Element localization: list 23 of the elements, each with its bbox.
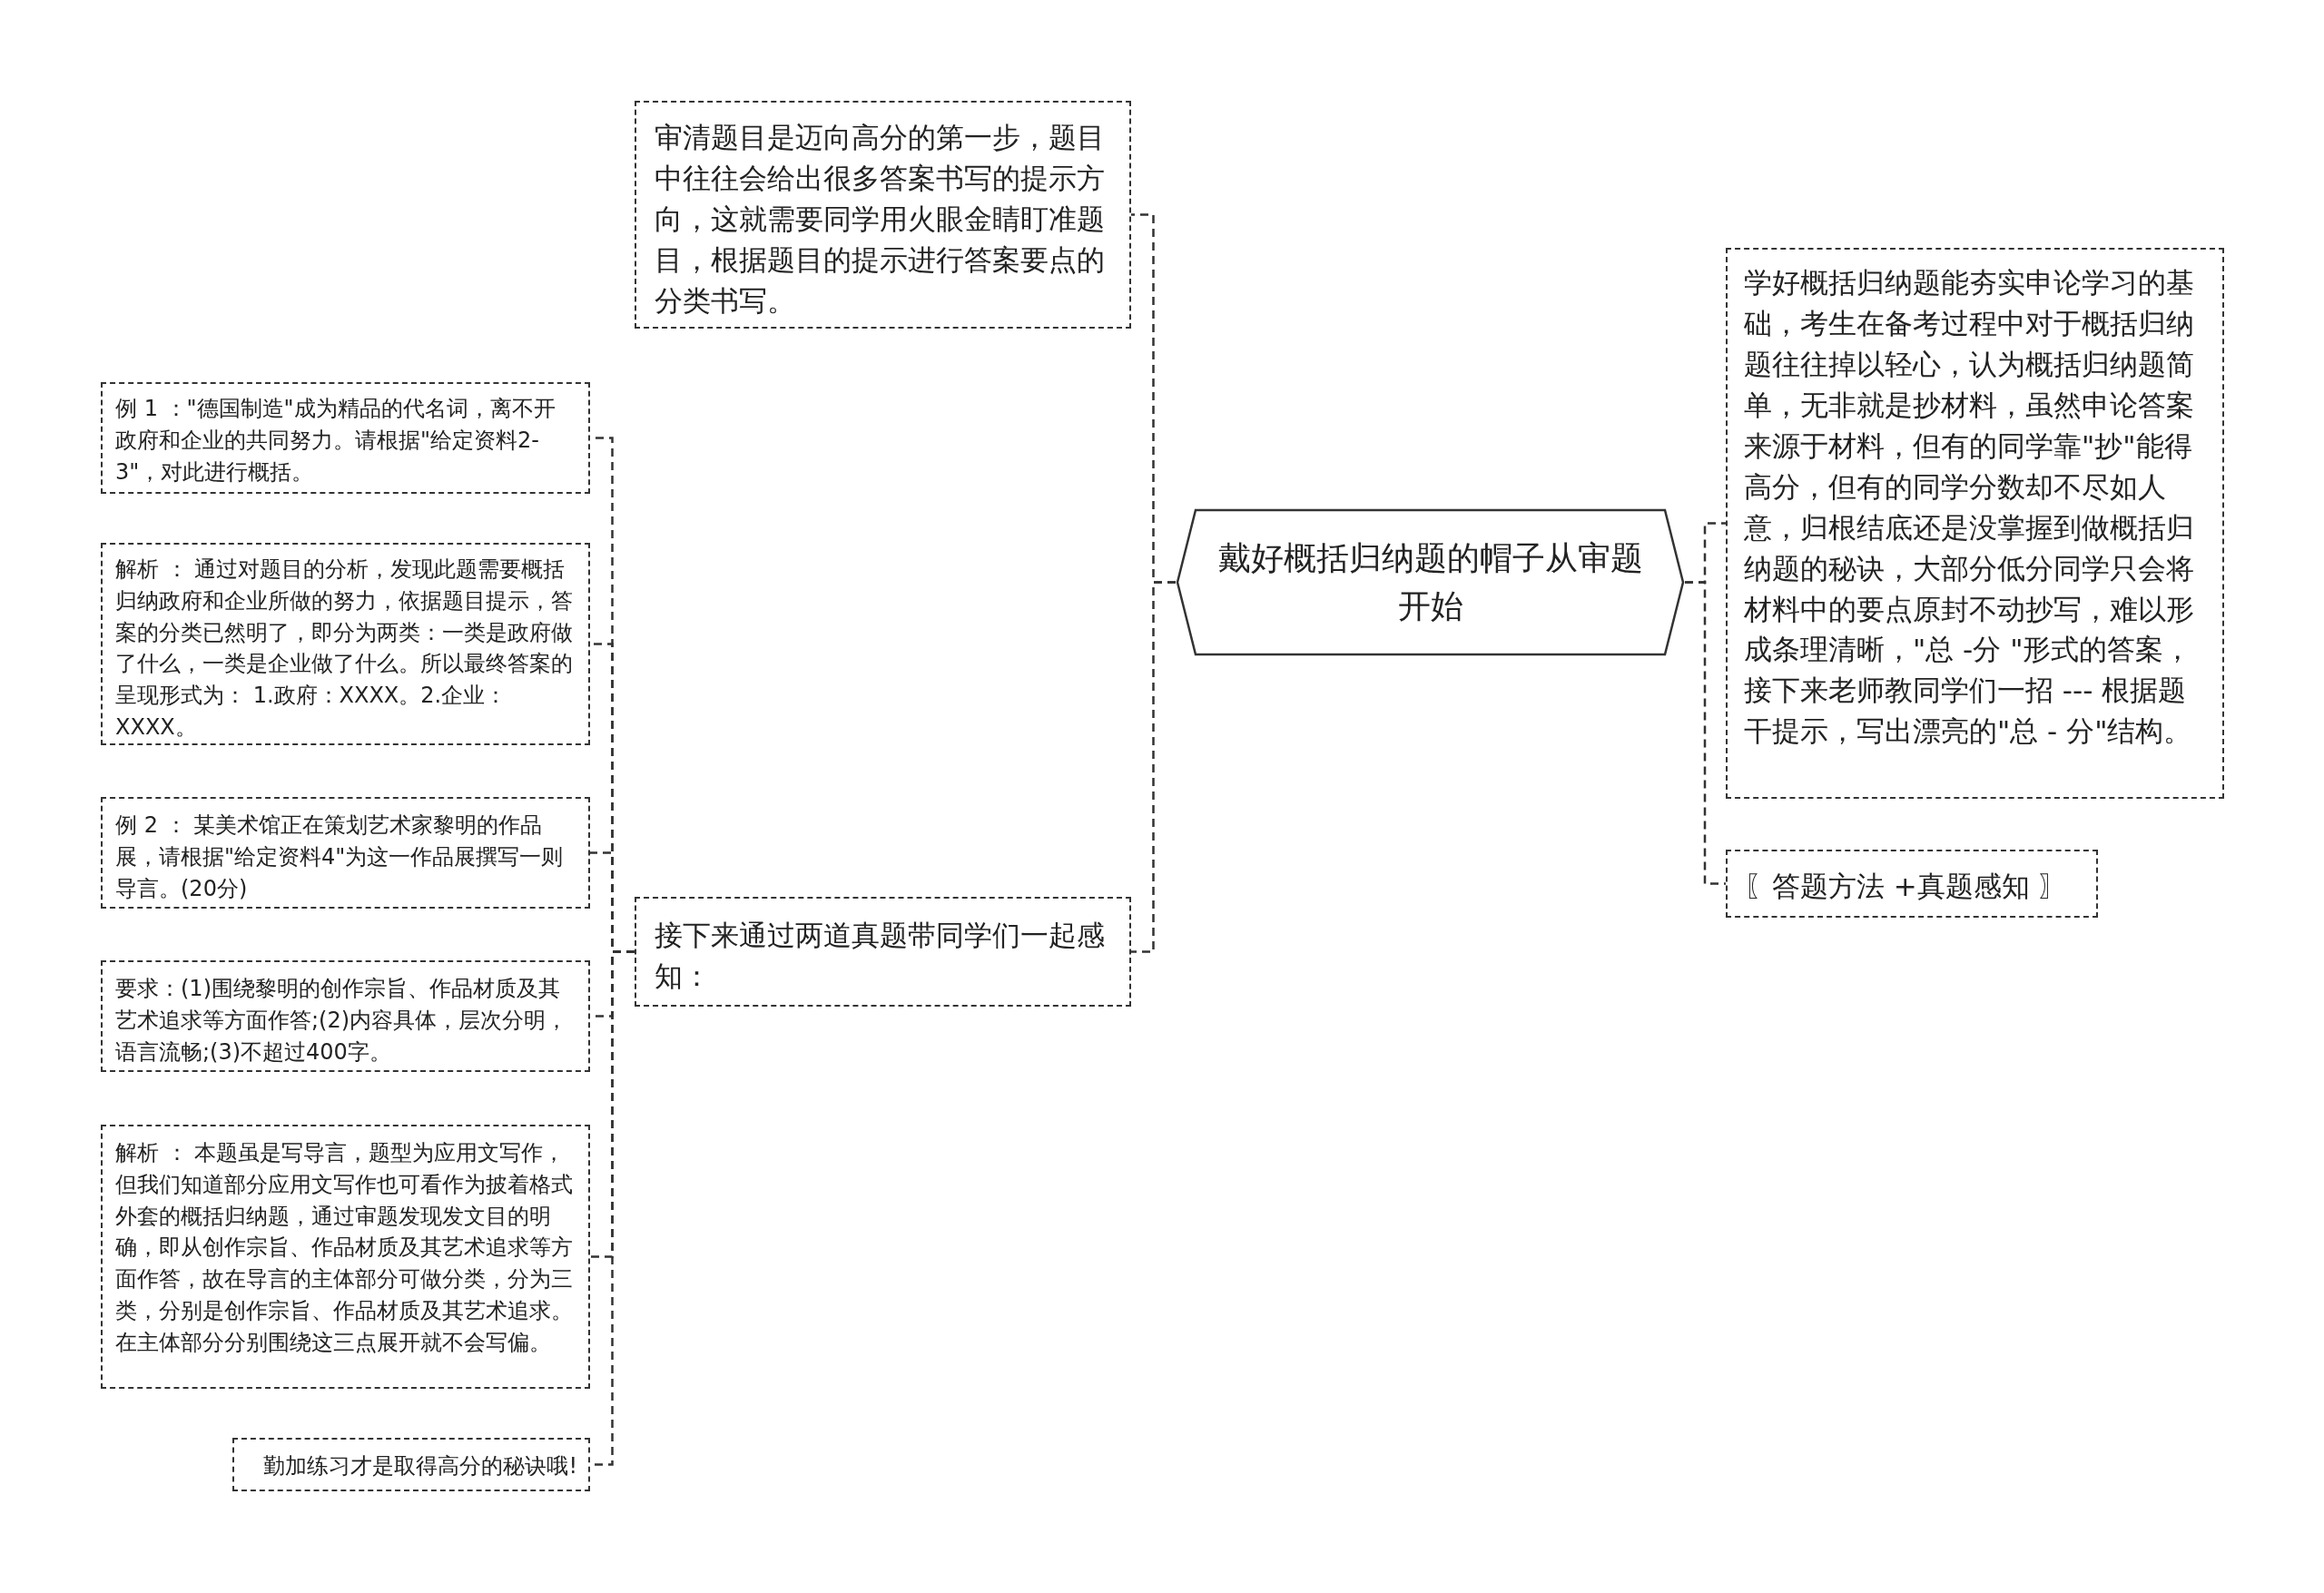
- connector: [1131, 581, 1176, 953]
- connector: [1685, 581, 1726, 885]
- note-text: 接下来通过两道真题带同学们一起感知：: [655, 918, 1106, 994]
- note-box: [101, 960, 590, 1072]
- note-box: [232, 1438, 590, 1491]
- note-box: [101, 382, 590, 494]
- note-text: 解析 ： 通过对题目的分析，发现此题需要概括归纳政府和企业所做的努力，依据题目提示，答案的分类已然明了，即分为两类：一类是政府做了什么，一类是企业做了什么。所以最终答案的呈现形式为： 1.政府：XXXX。2.企业：XXXX。: [115, 556, 574, 742]
- note-text: 勤加练习才是取得高分的秘诀哦!: [262, 1452, 577, 1480]
- note-text: 例 2 ： 某美术馆正在策划艺术家黎明的作品展，请根据"给定资料4"为这一作品展撰写一则导言。(20分): [115, 811, 565, 903]
- note-box: [101, 1125, 590, 1389]
- note-box: [635, 101, 1131, 329]
- hexagon-node: [1176, 508, 1685, 656]
- note-box: [1726, 850, 2098, 918]
- note-text: 解析 ： 本题虽是写导言，题型为应用文写作，但我们知道部分应用文写作也可看作为披着格式外套的概括归纳题，通过审题发现发文目的明确，即从创作宗旨、作品材质及其艺术追求等方面作答，故在导言的主体部分可做分类，分为三类，分别是创作宗旨、作品材质及其艺术追求。在主体部分分别围绕这三点展开就不会写偏。: [115, 1139, 574, 1357]
- note-text: 例 1 ："德国制造"成为精品的代名词，离不开政府和企业的共同努力。请根据"给定资料2-3"，对此进行概括。: [115, 395, 556, 487]
- note-box: [1726, 248, 2224, 799]
- note-box: [101, 797, 590, 909]
- note-text: 要求：(1)围绕黎明的创作宗旨、作品材质及其艺术追求等方面作答;(2)内容具体，层次分明，语言流畅;(3)不超过400字。: [115, 975, 569, 1067]
- note-text: 审清题目是迈向高分的第一步，题目中往往会给出很多答案书写的提示方向，这就需要同学用火眼金睛盯准题目，根据题目的提示进行答案要点的分类书写。: [655, 120, 1106, 319]
- note-text: 学好概括归纳题能夯实申论学习的基础，考生在备考过程中对于概括归纳题往往掉以轻心，认为概括归纳题简单，无非就是抄材料，虽然申论答案来源于材料，但有的同学靠"抄"能得高分，但有的同学分数却不尽如人意，归根结底还是没掌握到做概括归纳题的秘诀，大部分低分同学只会将材料中的要点原封不动抄写，难以形成条理清晰，"总 -分 "形式的答案，接下来老师教同学们一招 --- 根据题干提示，写出漂亮的"总 - 分"结构。: [1744, 265, 2195, 750]
- note-text: 〖答题方法 +真题感知 〗: [1744, 869, 2068, 904]
- note-box: [635, 897, 1131, 1007]
- topic-title: 戴好概括归纳题的帽子从审题开始: [1216, 538, 1644, 626]
